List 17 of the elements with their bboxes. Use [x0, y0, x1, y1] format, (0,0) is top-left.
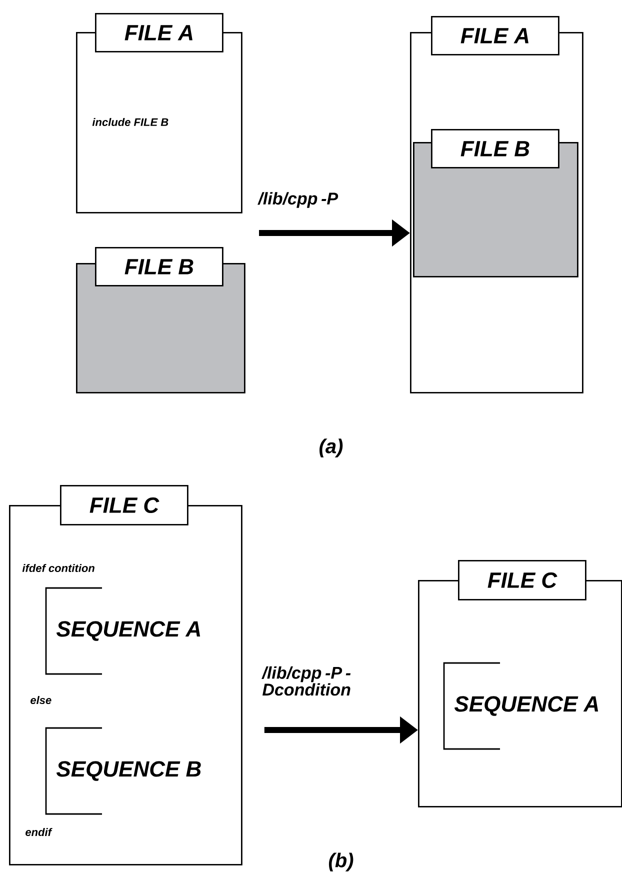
file-tab: FILE B [95, 247, 224, 286]
sequence-text: SEQUENCE A [56, 621, 200, 641]
sequence-text: SEQUENCE A [454, 696, 598, 716]
directive-text: ifdef contition [22, 564, 94, 572]
sequence-text: SEQUENCE B [56, 761, 201, 781]
file-tab: FILE C [458, 560, 586, 600]
directive-text: else [30, 696, 52, 704]
file-tab: FILE A [95, 13, 224, 52]
directive-text: endif [26, 828, 52, 836]
panel-label: (b) [328, 852, 354, 872]
panel-label: (a) [320, 438, 343, 458]
file-tab: FILE A [431, 16, 560, 56]
edge-label: /lib/cpp -P [258, 192, 338, 208]
edge-label: /lib/cpp -P -Dcondition [262, 666, 351, 696]
file-tab: FILE B [431, 129, 560, 168]
directive-text: include FILE B [92, 118, 168, 126]
file-tab: FILE C [60, 485, 188, 526]
